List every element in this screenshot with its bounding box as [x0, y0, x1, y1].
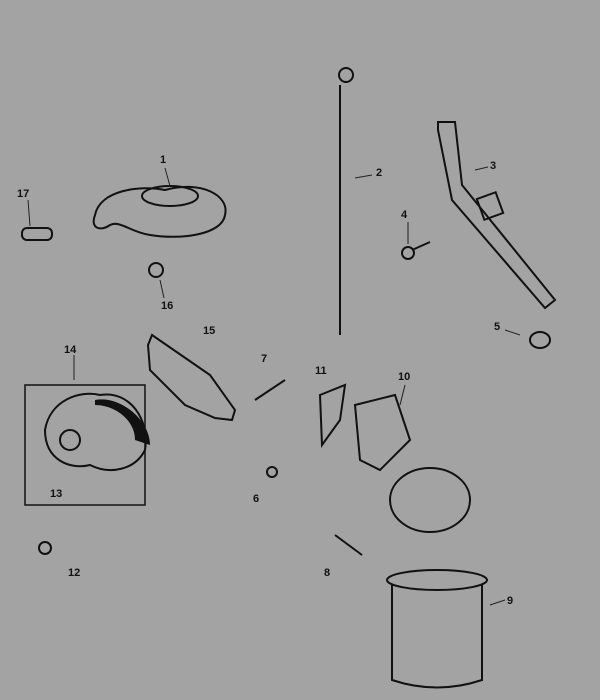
part-4-bolt[interactable]	[401, 241, 431, 260]
callout-5: 5	[494, 321, 500, 333]
part-8-bolt[interactable]	[334, 534, 363, 556]
part-11-bracket[interactable]	[318, 383, 347, 448]
part-12-fitting[interactable]	[38, 541, 52, 555]
part-17-fitting[interactable]	[21, 227, 53, 241]
part-2-dipstick[interactable]	[338, 67, 354, 335]
part-10-filter-base[interactable]	[353, 393, 471, 533]
part-7-bolt[interactable]	[254, 379, 286, 401]
callout-13: 13	[50, 488, 62, 500]
callout-4: 4	[401, 209, 408, 221]
part-6-nut[interactable]	[266, 466, 278, 478]
part-9-oil-filter[interactable]	[386, 569, 488, 689]
callout-2: 2	[376, 167, 382, 179]
part-16-clip[interactable]	[148, 262, 164, 278]
part-14-oil-pump[interactable]	[43, 392, 150, 471]
callout-12: 12	[68, 567, 80, 579]
callout-16: 16	[161, 300, 173, 312]
callout-1: 1	[160, 154, 166, 166]
callout-9: 9	[507, 595, 513, 607]
callout-7: 7	[261, 353, 267, 365]
callout-11: 11	[315, 365, 327, 377]
inset-box	[24, 384, 146, 506]
part-3-tube[interactable]	[437, 121, 557, 310]
callout-17: 17	[17, 188, 29, 200]
part-15-gasket[interactable]	[146, 333, 237, 422]
callout-10: 10	[398, 371, 410, 383]
part-1-cover[interactable]	[92, 185, 227, 238]
callout-14: 14	[64, 344, 77, 356]
callout-6: 6	[253, 493, 259, 505]
callout-3: 3	[490, 160, 496, 172]
part-5-plug[interactable]	[529, 331, 551, 349]
callout-8: 8	[324, 567, 330, 579]
callout-15: 15	[203, 325, 215, 337]
